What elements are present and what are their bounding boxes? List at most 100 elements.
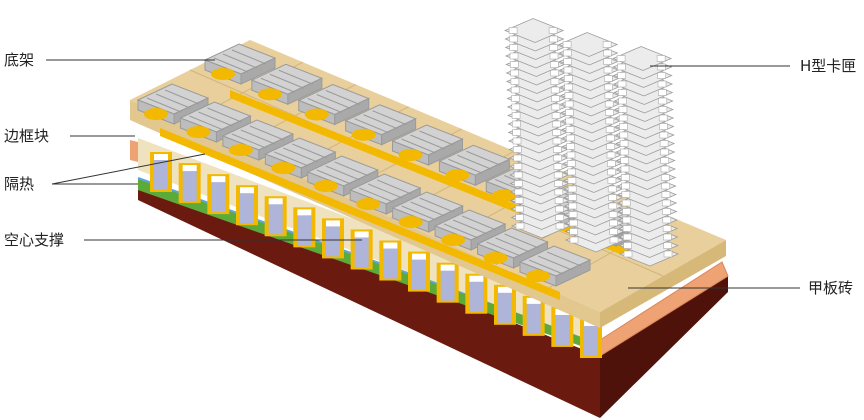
h-sagger-post — [663, 242, 673, 249]
gold-arch — [351, 128, 376, 141]
support-hollow-panel — [154, 158, 168, 190]
h-sagger-post — [658, 114, 668, 122]
support-hollow-panel — [555, 312, 570, 345]
h-sagger-post — [569, 219, 578, 227]
h-sagger-post — [509, 61, 519, 68]
h-sagger-post — [607, 168, 616, 176]
sagger-tray-rib — [231, 49, 267, 65]
h-sagger-post — [568, 211, 578, 218]
gold-arch — [304, 108, 329, 121]
h-sagger-post — [608, 211, 618, 218]
sagger-tray-rib — [189, 115, 224, 131]
h-sagger-post — [620, 148, 629, 156]
h-sagger-post — [564, 100, 574, 108]
support-top-cap — [354, 231, 369, 238]
h-sagger-post — [603, 58, 613, 65]
h-sagger-post — [566, 134, 575, 142]
sagger-tray-rib — [316, 169, 351, 185]
h-sagger-post — [620, 157, 630, 164]
gold-arch — [492, 189, 517, 202]
gold-arch — [228, 144, 253, 156]
gold-arch — [356, 198, 381, 210]
support-hollow-panel — [182, 169, 197, 202]
h-sagger-post — [567, 168, 576, 176]
support-top-cap — [498, 286, 512, 293]
h-sagger-post — [510, 69, 519, 77]
h-sagger-post — [657, 63, 666, 71]
h-sagger-post — [660, 148, 669, 156]
h-sagger-post — [616, 55, 626, 62]
h-sagger-post — [661, 191, 671, 198]
h-sagger-post — [554, 180, 563, 187]
gold-arch — [526, 270, 550, 282]
h-sagger-post — [603, 75, 613, 82]
h-sagger-post — [617, 72, 627, 79]
h-sagger-post — [509, 44, 519, 51]
h-sagger-post — [552, 137, 562, 145]
sagger-tray-rib — [274, 151, 309, 167]
h-sagger-post — [663, 233, 672, 241]
h-sagger-post — [620, 165, 630, 173]
sagger-tray-rib — [546, 251, 582, 267]
support-top-cap — [211, 176, 226, 183]
h-sagger-post — [513, 163, 523, 170]
sagger-tray-rib — [457, 154, 492, 170]
sagger-tray-rib — [213, 57, 249, 73]
label-insulation: 隔热 — [4, 175, 34, 193]
h-sagger-post — [618, 106, 628, 113]
label-deck-brick: 甲板砖 — [808, 279, 853, 297]
h-sagger-post — [606, 134, 615, 142]
h-sagger-post — [620, 174, 630, 181]
h-sagger-post — [564, 83, 573, 91]
sagger-tray-rib — [537, 255, 573, 271]
h-sagger-post — [606, 143, 616, 150]
sagger-tray-rib — [377, 179, 412, 195]
h-sagger-post — [509, 35, 518, 43]
sagger-tray-rib — [283, 147, 318, 163]
support-hollow-panel — [526, 301, 541, 334]
sagger-tray-rib — [307, 98, 342, 113]
sagger-tray-rib — [325, 165, 360, 181]
sagger-tray-rib — [334, 161, 369, 177]
h-sagger-post — [515, 222, 525, 230]
sagger-tray-rib — [443, 223, 479, 239]
h-sagger-post — [552, 146, 562, 153]
support-hollow-panel — [412, 257, 426, 290]
support-top-cap — [469, 275, 484, 282]
h-sagger-post — [568, 194, 577, 201]
sagger-tray-rib — [316, 94, 351, 109]
h-sagger-layer — [504, 18, 565, 43]
steel-frame-front — [138, 178, 600, 418]
h-sagger-stack — [504, 18, 680, 267]
sagger-tray-rib — [410, 201, 445, 217]
h-sagger-post — [623, 233, 632, 241]
h-sagger-post — [617, 80, 627, 88]
support-top-cap — [182, 165, 197, 172]
sagger-tray-rib — [466, 150, 501, 166]
sagger-tray-rib — [325, 90, 360, 105]
h-sagger-post — [605, 126, 615, 133]
h-sagger-post — [512, 146, 522, 153]
sagger-tray-rib — [222, 53, 258, 69]
h-sagger-post — [511, 103, 521, 111]
h-sagger-post — [607, 177, 617, 184]
h-sagger-post — [617, 63, 626, 71]
h-sagger-post — [609, 236, 619, 244]
h-sagger-post — [608, 202, 618, 210]
h-sagger-post — [553, 154, 562, 162]
label-h-sagger: H型卡匣 — [800, 57, 856, 75]
sagger-tray-rib — [146, 97, 182, 113]
h-sagger-post — [555, 214, 565, 221]
h-sagger-post — [619, 140, 629, 147]
gold-arch — [398, 216, 423, 228]
h-sagger-post — [660, 165, 670, 173]
sagger-tray-rib — [164, 89, 200, 105]
h-sagger-post — [512, 120, 521, 128]
h-sagger-post — [511, 112, 521, 119]
h-sagger-post — [619, 123, 628, 130]
h-sagger-layer — [612, 46, 673, 71]
h-sagger-post — [509, 52, 519, 60]
h-sagger-post — [662, 225, 672, 232]
sagger-tray-rib — [269, 73, 305, 89]
